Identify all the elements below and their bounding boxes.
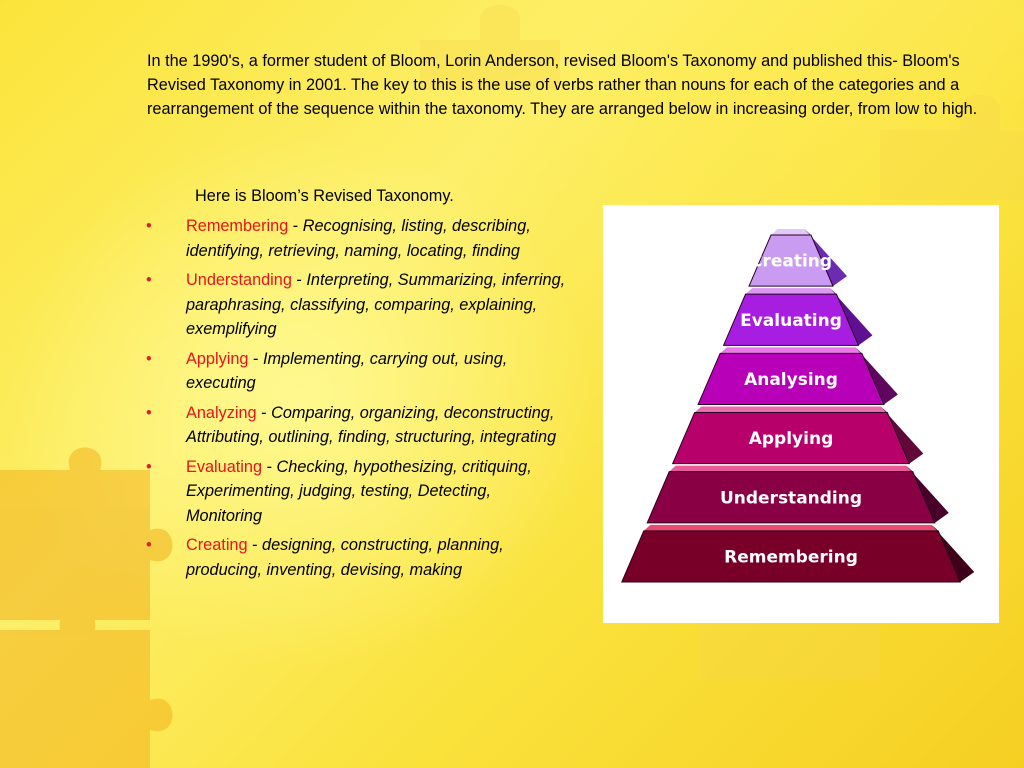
pyramid-level-face	[697, 352, 885, 405]
taxonomy-term: Remembering	[186, 217, 289, 235]
intro-paragraph: In the 1990's, a former student of Bloom…	[147, 52, 978, 118]
pyramid-level-top	[694, 406, 888, 413]
separator: -	[291, 271, 307, 289]
separator: -	[256, 403, 272, 422]
taxonomy-term: Creating	[186, 536, 248, 554]
pyramid-level-top	[643, 524, 939, 531]
taxonomy-description: Implementing, carrying out, using, execu…	[186, 349, 508, 393]
pyramid-level-label: Creating	[750, 252, 832, 272]
taxonomy-term: Evaluating	[186, 457, 263, 476]
pyramid-level-face	[621, 530, 961, 583]
pyramid-svg: CreatingEvaluatingAnalysingApplyingUnder…	[621, 229, 975, 583]
list-heading: Here is Bloom’s Revised Taxonomy.	[195, 187, 454, 205]
taxonomy-list: • Remembering - Recognising, listing, des…	[146, 214, 566, 587]
bullet-icon: •	[146, 217, 152, 235]
pyramid-level-face	[722, 293, 860, 346]
taxonomy-description: designing, constructing, planning, produ…	[186, 536, 504, 579]
taxonomy-term: Analyzing	[186, 403, 257, 422]
taxonomy-description: Comparing, organizing, deconstructing, A…	[186, 403, 557, 447]
bullet-icon: •	[146, 457, 152, 476]
list-item: • Creating - designing, constructing, pla…	[146, 533, 566, 582]
taxonomy-term: Applying	[186, 349, 249, 368]
pyramid-level-face	[646, 471, 936, 524]
list-item: • Applying - Implementing, carrying out, …	[146, 347, 566, 396]
separator: -	[248, 349, 263, 368]
pyramid-level-label: Analysing	[744, 370, 838, 390]
pyramid-level-top	[720, 347, 862, 354]
pyramid-level-label: Evaluating	[740, 311, 842, 331]
separator: -	[288, 217, 303, 235]
pyramid-level-top	[745, 288, 837, 295]
pyramid-level-label: Applying	[749, 429, 834, 449]
list-item: • Understanding - Interpreting, Summarizi…	[146, 268, 566, 342]
bullet-icon: •	[146, 349, 152, 368]
list-item: • Remembering - Recognising, listing, des…	[146, 214, 566, 263]
pyramid-level-face	[671, 412, 911, 465]
pyramid-level-top	[669, 465, 913, 472]
pyramid-level-top	[771, 229, 811, 235]
taxonomy-description: Checking, hypothesizing, critiquing, Exp…	[186, 457, 532, 525]
taxonomy-description: Interpreting, Summarizing, inferring, pa…	[186, 271, 566, 338]
bullet-icon: •	[146, 403, 152, 422]
pyramid-level-label: Understanding	[720, 488, 862, 508]
taxonomy-description: Recognising, listing, describing, identi…	[186, 217, 531, 260]
separator: -	[247, 536, 263, 554]
taxonomy-term: Understanding	[186, 271, 292, 289]
bullet-icon: •	[146, 536, 152, 554]
pyramid-level-label: Remembering	[724, 547, 858, 567]
pyramid-level-face	[748, 234, 834, 287]
list-item: • Analyzing - Comparing, organizing, deco…	[146, 401, 566, 450]
bullet-icon: •	[146, 271, 152, 289]
list-item: • Evaluating - Checking, hypothesizing, c…	[146, 455, 566, 529]
separator: -	[262, 457, 277, 476]
